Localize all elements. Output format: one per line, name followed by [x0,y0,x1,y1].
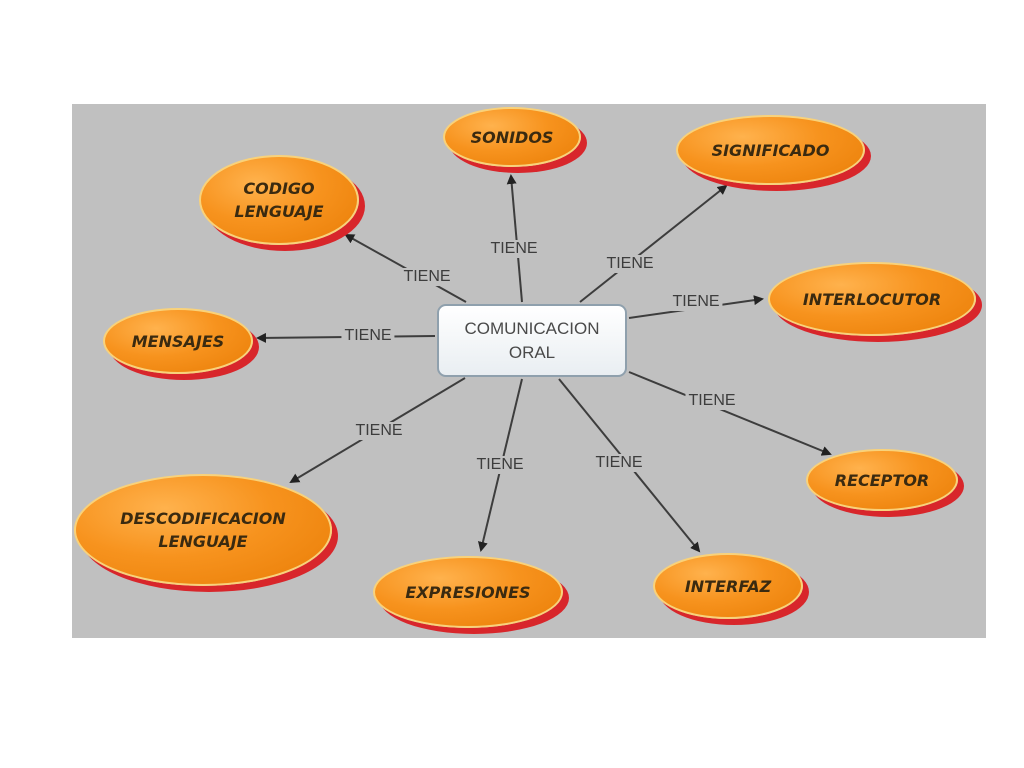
concept-node-receptor: RECEPTOR [806,449,958,511]
edge-sonidos [506,174,523,303]
concept-node-interlocutor: INTERLOCUTOR [768,262,976,336]
relation-label: TIENE [352,422,406,440]
relation-label: TIENE [400,268,454,286]
concept-node-codigo-lenguaje: CODIGO LENGUAJE [199,155,359,245]
edge-significado [579,184,728,303]
concept-node-expresiones: EXPRESIONES [373,556,563,628]
relation-label: TIENE [603,255,657,273]
concept-label: INTERLOCUTOR [802,289,942,309]
concept-label: SIGNIFICADO [711,140,830,160]
concept-node-significado: SIGNIFICADO [676,115,865,185]
concept-label: RECEPTOR [834,470,930,490]
central-concept-label: COMUNICACION ORAL [464,318,600,362]
concept-label: CODIGO LENGUAJE [234,179,324,221]
edge-receptor [628,371,832,456]
concept-label: EXPRESIONES [405,582,531,602]
relation-label: TIENE [341,327,395,345]
concept-node-interfaz: INTERFAZ [653,553,803,619]
concept-label: SONIDOS [470,127,554,147]
concept-label: MENSAJES [131,331,225,351]
concept-label: INTERFAZ [684,576,772,596]
relation-label: TIENE [669,293,723,311]
concept-node-mensajes: MENSAJES [103,308,253,374]
relation-label: TIENE [592,454,646,472]
relation-label: TIENE [685,392,739,410]
relation-label: TIENE [473,456,527,474]
concept-node-descodificacion-lenguaje: DESCODIFICACION LENGUAJE [74,474,332,586]
concept-node-sonidos: SONIDOS [443,107,581,167]
concept-label: DESCODIFICACION LENGUAJE [120,509,286,551]
relation-label: TIENE [487,240,541,258]
central-concept-node: COMUNICACION ORAL [437,304,627,377]
